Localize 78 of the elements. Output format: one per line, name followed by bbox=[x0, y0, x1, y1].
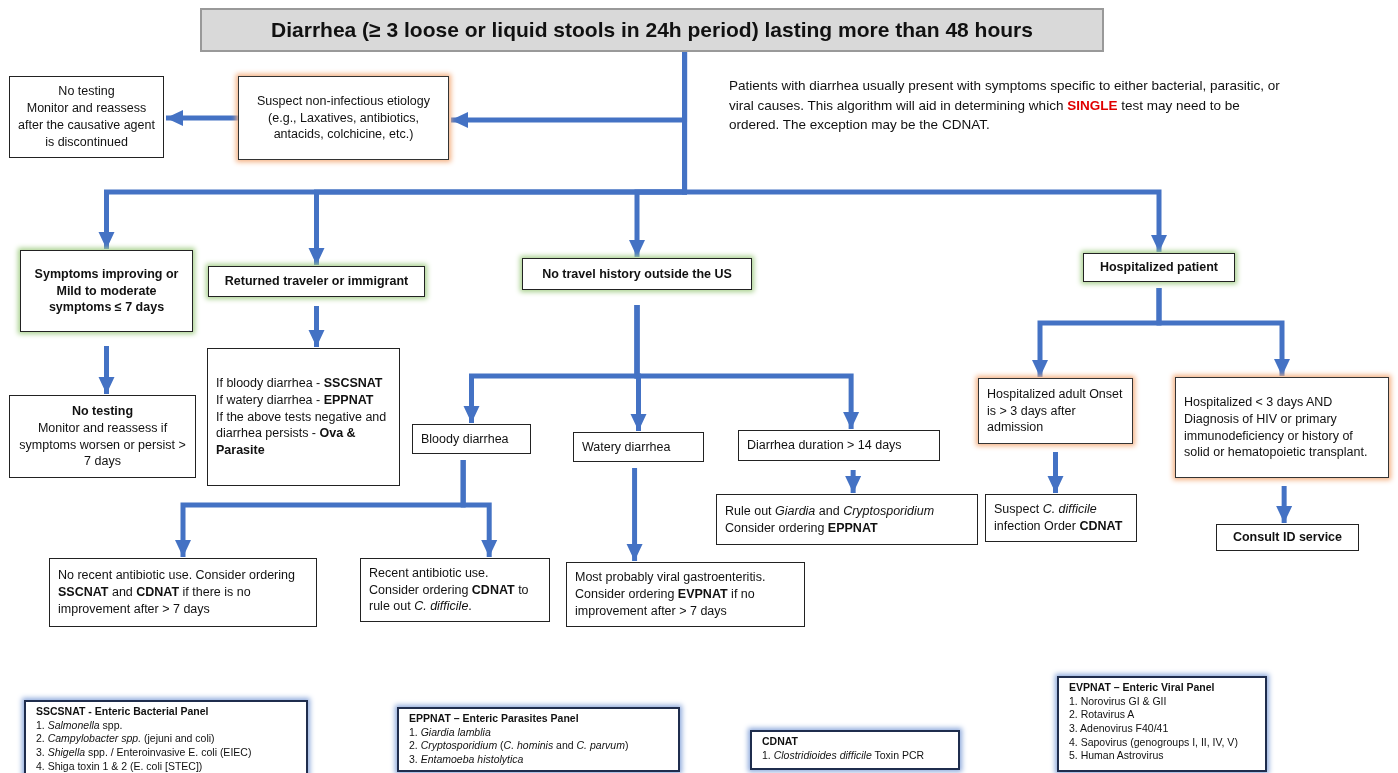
arrow bbox=[682, 52, 1167, 252]
test-panel-box bbox=[750, 730, 960, 770]
arrow bbox=[98, 346, 115, 394]
process-box bbox=[1216, 524, 1359, 551]
process-box bbox=[208, 266, 425, 297]
box-text: 2. Cryptosporidium (C. hominis and C. parvum) bbox=[409, 739, 630, 753]
arrow bbox=[845, 470, 862, 493]
box-text: 3. Entamoeba histolytica bbox=[409, 752, 525, 767]
process-box bbox=[566, 562, 805, 627]
box-text: Watery diarrhea bbox=[582, 438, 672, 456]
process-box bbox=[985, 494, 1137, 542]
process-box bbox=[360, 558, 550, 622]
arrow bbox=[634, 305, 860, 429]
test-panel-box bbox=[24, 700, 308, 773]
box-heading: No testing bbox=[70, 402, 135, 420]
arrow bbox=[308, 306, 325, 347]
box-text: Consider ordering EPPNAT bbox=[725, 519, 879, 537]
box-heading: If bloody diarrhea - SSCSNAT bbox=[216, 374, 384, 392]
process-box bbox=[738, 430, 940, 461]
box-heading: EPPNAT – Enteric Parasites Panel bbox=[409, 712, 580, 726]
box-text: 1. Salmonella spp. bbox=[36, 718, 124, 733]
process-box bbox=[9, 395, 196, 478]
process-box bbox=[978, 378, 1133, 444]
process-box bbox=[412, 424, 531, 454]
box-heading: No testing bbox=[57, 83, 116, 101]
process-box bbox=[573, 432, 704, 462]
note-text: Patients with diarrhea usually present with symptoms specific to either bacterial, parasitic, or viral causes. This algorithm will aid in determining which SINGLE test may need to be ordered. The exception may be the CDNAT. bbox=[729, 77, 1281, 135]
arrow bbox=[1276, 486, 1293, 523]
box-text: Monitor and reassess if symptoms worsen or persist > 7 days bbox=[18, 419, 187, 471]
box-text: 1. Clostridioides difficile Toxin PCR bbox=[762, 748, 926, 763]
box-text: If the above tests negative and diarrhea persists - Ova & Parasite bbox=[216, 408, 388, 460]
process-box bbox=[238, 76, 449, 160]
box-text: If watery diarrhea - EPPNAT bbox=[216, 391, 375, 409]
box-text: 5. Human Astrovirus bbox=[1069, 749, 1165, 763]
box-text: 4. Sapovirus (genogroups I, II, IV, V) bbox=[1069, 735, 1239, 750]
box-text: No travel history outside the US bbox=[541, 265, 733, 283]
box-text: Hospitalized adult Onset is > 3 days after admission bbox=[987, 385, 1124, 437]
box-text: Most probably viral gastroenteritis. Consider ordering EVPNAT if no improvement after > 7 days bbox=[575, 569, 767, 620]
box-text: 2. Campylobacter spp. (jejuni and coli) bbox=[36, 732, 216, 746]
box-text: Bloody diarrhea bbox=[421, 430, 510, 448]
box-heading: SSCSNAT - Enteric Bacterial Panel bbox=[36, 705, 210, 719]
box-text: Consult ID service bbox=[1231, 529, 1344, 546]
box-text: Suspect C. difficile infection Order CDNAT bbox=[994, 501, 1124, 535]
box-text: 4. Shiga toxin 1 & 2 (E. coli [STEC]) bbox=[36, 759, 204, 773]
process-box bbox=[20, 250, 193, 332]
box-text: Diarrhea duration > 14 days bbox=[747, 437, 903, 454]
process-box bbox=[9, 76, 164, 158]
box-text: Returned traveler or immigrant bbox=[223, 273, 410, 290]
process-box bbox=[1083, 253, 1235, 282]
box-text: Symptoms improving or Mild to moderate symptoms ≤ 7 days bbox=[33, 265, 180, 317]
box-text: Suspect non-infectious etiology (e.g., Laxatives, antibiotics, antacids, colchicine, etc.) bbox=[256, 92, 431, 144]
box-text: 1. Giardia lamblia bbox=[409, 725, 492, 740]
process-box bbox=[716, 494, 978, 545]
box-text: Monitor and reassess after the causative agent is discontinued bbox=[18, 100, 155, 151]
test-panel-box bbox=[397, 707, 680, 772]
box-text: Diarrhea (≥ 3 loose or liquid stools in 24h period) lasting more than 48 hours bbox=[270, 16, 1034, 43]
arrow bbox=[626, 468, 643, 561]
box-heading: CDNAT bbox=[762, 735, 799, 749]
start-box bbox=[200, 8, 1104, 52]
box-text: 3. Shigella spp. / Enteroinvasive E. coli (EIEC) bbox=[36, 745, 253, 760]
box-text: 1. Norovirus GI & GII bbox=[1069, 694, 1168, 709]
process-box bbox=[207, 348, 400, 486]
test-panel-box bbox=[1057, 676, 1267, 772]
box-text: Hospitalized patient bbox=[1098, 259, 1220, 276]
process-box bbox=[49, 558, 317, 627]
box-text: No recent antibiotic use. Consider ordering SSCNAT and CDNAT if there is no improvement after > 7 days bbox=[58, 567, 296, 618]
box-text: Recent antibiotic use. Consider ordering CDNAT to rule out C. difficile. bbox=[369, 564, 530, 616]
process-box bbox=[1175, 377, 1389, 478]
arrow bbox=[460, 460, 498, 557]
box-text: Hospitalized < 3 days AND Diagnosis of HIV or primary immunodeficiency or history of solid or hematopoietic transplant. bbox=[1184, 393, 1369, 462]
box-heading: Rule out Giardia and Cryptosporidium bbox=[725, 502, 936, 520]
box-text: 2. Rotavirus A bbox=[1069, 708, 1136, 722]
process-box bbox=[522, 258, 752, 290]
box-heading: EVPNAT – Enteric Viral Panel bbox=[1069, 681, 1216, 695]
arrow bbox=[1156, 288, 1290, 376]
box-text: 3. Adenovirus F40/41 bbox=[1069, 721, 1170, 736]
arrow bbox=[1047, 452, 1064, 493]
arrow bbox=[166, 110, 238, 126]
